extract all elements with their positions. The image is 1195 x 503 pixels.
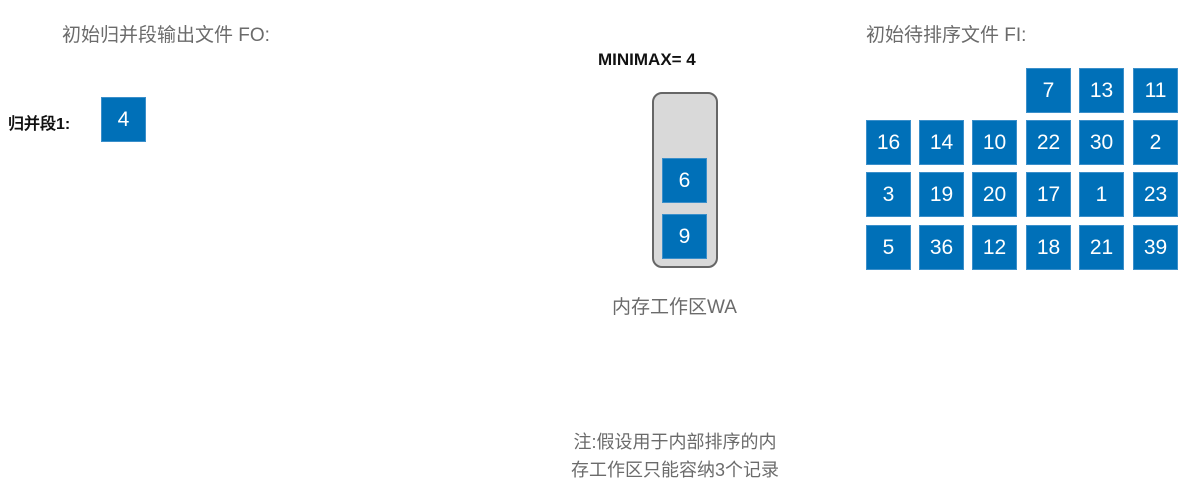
fi-record-cell: 18 (1026, 225, 1071, 270)
fi-record-cell: 3 (866, 172, 911, 217)
fi-record-cell: 10 (972, 120, 1017, 165)
note: 注:假设用于内部排序的内 存工作区只能容纳3个记录 (540, 428, 810, 484)
wa-record-cell: 6 (662, 158, 707, 203)
fi-record-cell: 23 (1133, 172, 1178, 217)
fi-record-cell: 7 (1026, 68, 1071, 113)
fi-record-cell: 2 (1133, 120, 1178, 165)
fi-title: 初始待排序文件 FI: (866, 25, 1027, 46)
wa-record-cell: 9 (662, 214, 707, 259)
fi-record-cell: 30 (1079, 120, 1124, 165)
work-area-caption: 内存工作区WA (612, 297, 737, 318)
fi-record-cell: 5 (866, 225, 911, 270)
fi-record-cell: 19 (919, 172, 964, 217)
fi-record-cell: 39 (1133, 225, 1178, 270)
note-line-2: 存工作区只能容纳3个记录 (570, 460, 779, 480)
fi-record-cell: 17 (1026, 172, 1071, 217)
fi-record-cell: 20 (972, 172, 1017, 217)
merge-segment-1-label: 归并段1: (8, 116, 71, 133)
fi-record-cell: 14 (919, 120, 964, 165)
fo-record-cell: 4 (101, 97, 146, 142)
note-line-1: 注:假设用于内部排序的内 (573, 432, 777, 452)
fi-record-cell: 11 (1133, 68, 1178, 113)
fi-record-cell: 16 (866, 120, 911, 165)
fi-record-cell: 22 (1026, 120, 1071, 165)
fi-record-cell: 13 (1079, 68, 1124, 113)
fi-record-cell: 21 (1079, 225, 1124, 270)
fo-title: 初始归并段输出文件 FO: (62, 25, 270, 46)
fi-record-cell: 1 (1079, 172, 1124, 217)
fi-record-cell: 12 (972, 225, 1017, 270)
fi-record-cell: 36 (919, 225, 964, 270)
minimax-label: MINIMAX= 4 (598, 50, 696, 69)
